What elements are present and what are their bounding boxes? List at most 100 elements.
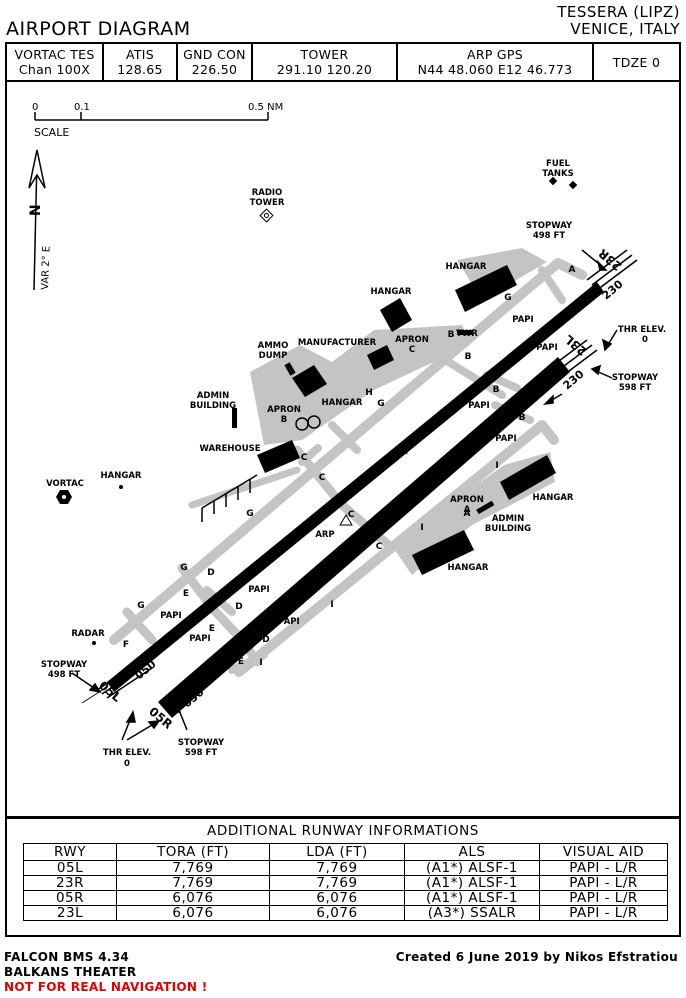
label-manufacturer: MANUFACTURER: [298, 338, 377, 348]
table-row: 05R 6,076 6,076 (A1*) ALSF-1 PAPI - L/R: [23, 890, 668, 906]
label-apron-c-2: C: [409, 345, 415, 355]
label-hangar-south: HANGAR: [448, 563, 489, 573]
cell-visual-aid: PAPI - L/R: [539, 890, 668, 906]
cell-tora: 6,076: [116, 905, 270, 921]
col-tora: TORA (FT): [116, 843, 270, 861]
label-thr-elev-ne-1: THR ELEV.: [618, 325, 666, 335]
twy-e-3: E: [238, 657, 244, 667]
twy-a-ne: A: [569, 265, 576, 275]
scale-tick-1: 0.1: [74, 102, 90, 113]
footer-credit: Created 6 June 2019 by Nikos Efstratiou: [395, 950, 678, 964]
magnetic-variation: VAR 2° E: [40, 246, 53, 290]
label-apron-a-1: APRON: [450, 495, 484, 505]
label-radio-tower-1: RADIO: [252, 188, 283, 198]
twy-f: F: [123, 640, 129, 650]
label-vortac: VORTAC: [46, 479, 84, 489]
twy-c-4: C: [376, 542, 383, 552]
papi-05l-a: PAPI: [160, 611, 181, 621]
twy-g-1: G: [504, 293, 511, 303]
freq-ground: GND CON 226.50: [178, 44, 253, 80]
col-rwy: RWY: [23, 843, 117, 861]
cell-als: (A1*) ALSF-1: [404, 860, 540, 876]
label-arp: ARP: [315, 530, 334, 540]
radar-icon: [92, 641, 96, 645]
twy-g-3: G: [246, 509, 253, 519]
freq-vortac: VORTAC TES Chan 100X: [7, 44, 104, 80]
buildings: [232, 176, 578, 575]
cell-tora: 6,076: [116, 890, 270, 906]
table-header-row: RWY TORA (FT) LDA (FT) ALS VISUAL AID: [23, 843, 668, 861]
twy-d-3: D: [262, 635, 269, 645]
table-row: 23R 7,769 7,769 (A1*) ALSF-1 PAPI - L/R: [23, 875, 668, 891]
cell-tora: 7,769: [116, 860, 270, 876]
cell-rwy: 05R: [23, 890, 117, 906]
twy-e-2: E: [209, 624, 215, 634]
label-ammo-1: AMMO: [258, 341, 289, 351]
twy-h: H: [365, 388, 373, 398]
label-thr-elev-ne-2: 0: [642, 335, 648, 345]
cell-lda: 7,769: [269, 875, 405, 891]
papi-05r-a: PAPI: [248, 585, 269, 595]
label-warehouse: WAREHOUSE: [199, 444, 260, 454]
runway-info-panel: ADDITIONAL RUNWAY INFORMATIONS RWY TORA …: [5, 817, 681, 937]
freq-arp-gps: ARP GPS N44 48.060 E12 46.773: [398, 44, 594, 80]
cell-lda: 6,076: [269, 905, 405, 921]
label-hangar-east: HANGAR: [533, 493, 574, 503]
label-hangar-west: HANGAR: [101, 471, 142, 481]
label-twr: TWR: [456, 329, 478, 339]
taxiway-letters: A A B B B B C C C C D D D E E E F G G G …: [123, 265, 576, 668]
footer-warning: NOT FOR REAL NAVIGATION !: [4, 980, 208, 994]
label-thr-elev-sw-2: 0: [124, 759, 130, 769]
twy-i-4: I: [259, 658, 262, 668]
frequency-bar: VORTAC TES Chan 100X ATIS 128.65 GND CON…: [5, 42, 681, 82]
label-apron-b-2: B: [281, 415, 287, 425]
label-thr-elev-sw-1: THR ELEV.: [103, 748, 151, 758]
label-apron-a-2: A: [464, 505, 471, 515]
runway-05r-23l: [158, 357, 570, 718]
footer-theater: BALKANS THEATER: [4, 965, 137, 979]
papi-23l-c: PAPI: [495, 434, 516, 444]
label-rwy-23l: 23L: [562, 332, 590, 359]
airport-diagram-svg: 0 0.1 0.5 NM SCALE N VAR 2° E: [28, 102, 666, 769]
label-admin-east-2: BUILDING: [485, 524, 531, 534]
col-lda: LDA (FT): [269, 843, 405, 861]
label-apron-b-1: APRON: [267, 405, 301, 415]
twy-i-1: I: [495, 461, 498, 471]
col-als: ALS: [404, 843, 540, 861]
label-admin-west-2: BUILDING: [190, 401, 236, 411]
runway-05l-23r: [81, 282, 604, 704]
label-stopway-e-2: 598 FT: [619, 383, 652, 393]
label-stopway-ne-1: STOPWAY: [526, 221, 573, 231]
col-visual-aid: VISUAL AID: [539, 843, 668, 861]
cell-rwy: 05L: [23, 860, 117, 876]
stopways: [96, 249, 638, 711]
twy-g-4: G: [180, 563, 187, 573]
north-arrow-icon: N VAR 2° E: [28, 149, 53, 290]
cell-visual-aid: PAPI - L/R: [539, 860, 668, 876]
label-stopway-ne-2: 498 FT: [533, 231, 566, 241]
footer-left: FALCON BMS 4.34 BALKANS THEATER NOT FOR …: [4, 950, 208, 995]
direction-arrows: [71, 249, 618, 741]
twy-g-2: G: [377, 399, 384, 409]
page-title: AIRPORT DIAGRAM: [6, 18, 191, 40]
label-stopway-sw-1: STOPWAY: [41, 660, 88, 670]
twy-d-1: D: [207, 568, 214, 578]
runway-info-table: RWY TORA (FT) LDA (FT) ALS VISUAL AID 05…: [23, 843, 668, 921]
cell-als: (A1*) ALSF-1: [404, 875, 540, 891]
twy-a-apron: A: [464, 509, 471, 519]
label-hdg-230-a: 230: [600, 277, 626, 302]
papi-23l-b: PAPI: [468, 401, 489, 411]
label-radar: RADAR: [71, 629, 105, 639]
label-fuel-2: TANKS: [542, 169, 574, 179]
freq-atis: ATIS 128.65: [104, 44, 178, 80]
label-stopway-s-2: 598 FT: [185, 748, 218, 758]
label-hangar-mid: HANGAR: [322, 398, 363, 408]
cell-tora: 7,769: [116, 875, 270, 891]
table-row: 05L 7,769 7,769 (A1*) ALSF-1 PAPI - L/R: [23, 860, 668, 876]
vortac-icon: [56, 490, 72, 504]
cell-visual-aid: PAPI - L/R: [539, 875, 668, 891]
twy-c-1: C: [301, 453, 308, 463]
papi-labels: PAPI PAPI PAPI PAPI PAPI PAPI PAPI PAPI: [160, 315, 557, 644]
twy-i-3: I: [330, 600, 333, 610]
airport-map: 0 0.1 0.5 NM SCALE N VAR 2° E: [5, 82, 681, 818]
